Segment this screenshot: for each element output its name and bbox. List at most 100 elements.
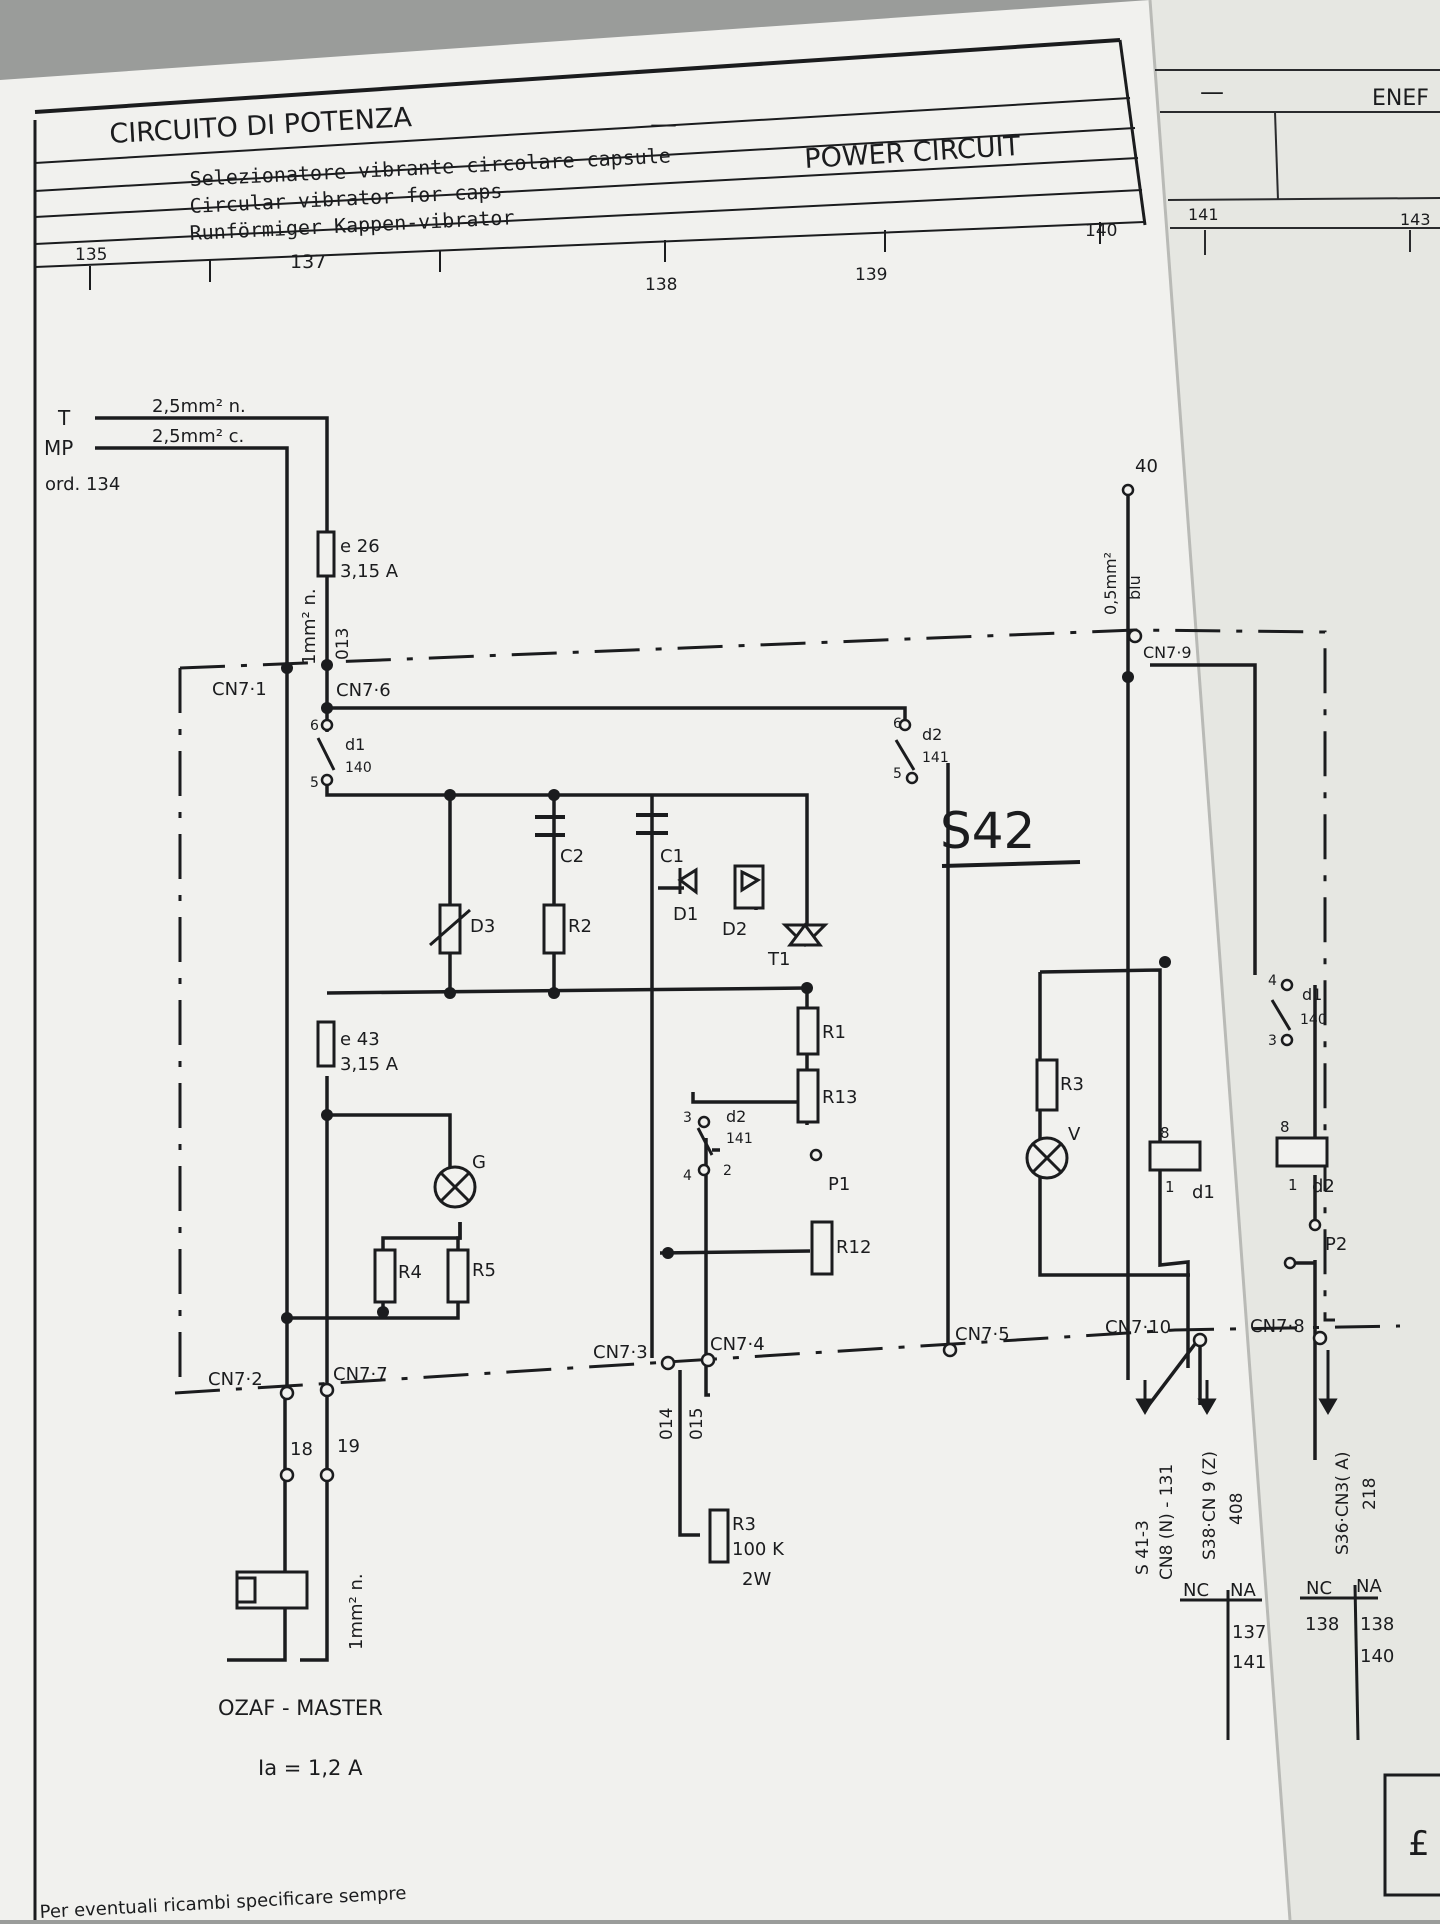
potentiometer-r12	[810, 1220, 834, 1276]
adjacent-dash: —	[1200, 78, 1224, 106]
ruler-137: 137	[290, 251, 326, 273]
label-wire-014: 014	[657, 1408, 677, 1440]
label-fuse-e43: e 43	[340, 1029, 380, 1050]
output-2-b: 408	[1227, 1493, 1247, 1525]
output-1-a: S 41-3	[1133, 1520, 1153, 1575]
adjacent-title: ENEF	[1372, 86, 1429, 111]
potentiometer-r13	[796, 1068, 820, 1124]
label-p1: P1	[828, 1174, 850, 1195]
varistor-d3	[429, 903, 471, 955]
output-1-b: CN8 (N) - 131	[1157, 1464, 1177, 1580]
label-c2: C2	[560, 846, 584, 867]
label-fuse-e26: e 26	[340, 536, 380, 557]
output-arrows	[1135, 1350, 1338, 1415]
fuse-e43	[316, 1020, 336, 1068]
lamp-v	[1025, 1136, 1069, 1180]
junction-dots	[281, 484, 1171, 1324]
label-v: V	[1068, 1124, 1081, 1145]
contact-table-lines	[1180, 1584, 1378, 1741]
label-fuse-e43-rating: 3,15 A	[340, 1054, 399, 1075]
label-coil-d2: d2	[1312, 1176, 1335, 1197]
label-c1: C1	[660, 846, 684, 867]
label-d1-right-ref: 140	[1300, 1012, 1327, 1028]
title-block	[33, 38, 1147, 1920]
s42-underline	[941, 860, 1081, 868]
switch-contacts	[316, 737, 1292, 1156]
motor-name: OZAF - MASTER	[218, 1696, 383, 1720]
table1-nc: NC	[1183, 1580, 1209, 1601]
label-line-mp: MP	[44, 436, 73, 460]
label-cn7-7: CN7·7	[333, 1364, 388, 1385]
label-d1-right-name: d1	[1302, 985, 1322, 1004]
label-d1-top-pin5: 5	[310, 775, 319, 791]
table2-left-0: 138	[1305, 1614, 1339, 1635]
label-cn7-10: CN7·10	[1105, 1317, 1171, 1338]
wiring	[95, 416, 1317, 1662]
label-r5: R5	[472, 1260, 496, 1281]
diode-d1	[677, 867, 698, 895]
label-wire-18: 18	[290, 1439, 313, 1460]
label-wire-19: 19	[337, 1436, 360, 1457]
resistor-r3	[1035, 1058, 1059, 1112]
sheet-label-s42: S42	[940, 802, 1035, 860]
label-r13: R13	[822, 1087, 857, 1108]
triac-t1	[781, 922, 829, 948]
label-r3-value: 100 K	[732, 1539, 785, 1560]
output-3-a: S36·CN3( A)	[1333, 1451, 1353, 1555]
table1-right-1: 141	[1232, 1652, 1266, 1673]
motor-current: Ia = 1,2 A	[258, 1756, 363, 1780]
label-g: G	[472, 1152, 486, 1173]
label-d3: D3	[470, 916, 495, 937]
resistor-r2	[542, 903, 566, 955]
label-cn7-9: CN7·9	[1143, 643, 1192, 662]
thyristor-d2	[733, 864, 765, 910]
label-wire-1mm-bottom: 1mm² n.	[346, 1573, 367, 1650]
label-wire-blu: blu	[1125, 575, 1144, 600]
table1-na: NA	[1230, 1580, 1256, 1601]
label-d2-mid-pin2: 2	[723, 1163, 732, 1179]
label-p2: P2	[1325, 1234, 1347, 1255]
label-d1: D1	[673, 904, 698, 925]
label-cn7-6: CN7·6	[336, 680, 391, 701]
label-cn7-1: CN7·1	[212, 679, 267, 700]
capacitor-c2	[535, 815, 565, 837]
resistor-r4	[373, 1248, 397, 1304]
fuse-e26	[316, 530, 336, 578]
label-d2-mid-pin4: 4	[683, 1168, 692, 1184]
adjacent-ruler-143: 143	[1400, 210, 1431, 229]
label-r4: R4	[398, 1262, 422, 1283]
coil-d1	[1148, 1140, 1202, 1172]
label-coil-d2-pin8: 8	[1280, 1118, 1290, 1136]
label-r3-power: 2W	[742, 1569, 771, 1590]
table2-nc: NC	[1306, 1578, 1332, 1599]
label-cn7-3: CN7·3	[593, 1342, 648, 1363]
label-wire-015: 015	[687, 1408, 707, 1440]
coil-d2	[1275, 1136, 1329, 1168]
label-coil-d1-pin8: 8	[1160, 1124, 1170, 1142]
label-d2-mid-pin3: 3	[683, 1110, 692, 1126]
adjacent-sheet	[1150, 0, 1440, 1920]
label-cn7-4: CN7·4	[710, 1334, 765, 1355]
enclosure-boundary	[174, 628, 1401, 1395]
output-3-b: 218	[1360, 1478, 1380, 1510]
label-line-t: T	[57, 406, 71, 430]
table2-right-0: 138	[1360, 1614, 1394, 1635]
label-coil-d1-pin1: 1	[1165, 1178, 1175, 1196]
lamp-g	[433, 1165, 477, 1209]
label-d1-right-pin3: 3	[1268, 1033, 1277, 1049]
ruler-135: 135	[75, 245, 107, 265]
title-dash: —	[650, 109, 677, 140]
label-d1-top-ref: 140	[345, 760, 372, 776]
table1-right-0: 137	[1232, 1622, 1266, 1643]
label-d2-top-name: d2	[922, 725, 942, 744]
label-t1: T1	[767, 949, 790, 970]
ruler-139: 139	[855, 265, 887, 285]
label-r12: R12	[836, 1237, 871, 1258]
label-d1-top-pin6: 6	[310, 718, 319, 734]
capacitor-c1	[636, 813, 668, 835]
table2-na: NA	[1356, 1576, 1382, 1597]
label-wire-05: 0,5mm²	[1101, 552, 1120, 615]
potentiometer-r3	[708, 1508, 730, 1564]
label-r2: R2	[568, 916, 592, 937]
